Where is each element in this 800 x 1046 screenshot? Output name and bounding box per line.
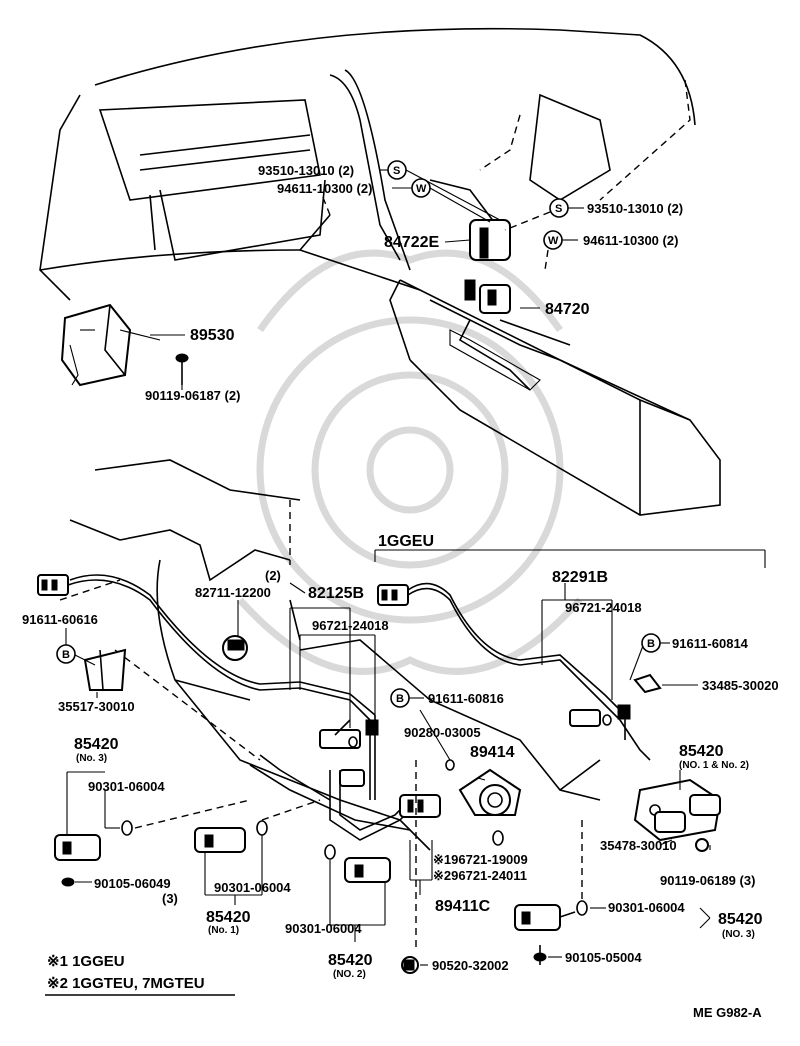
marker-w-top-label: W <box>416 183 427 195</box>
label-85420-right-top-sub: (NO. 1 & No. 2) <box>679 760 749 771</box>
label-85420-left: 85420 <box>74 736 119 753</box>
marker-b-right-label: B <box>647 638 655 650</box>
marker-w-right-label: W <box>548 235 559 247</box>
label-90105-06049: 90105-06049 <box>94 876 171 891</box>
sensor-89414[interactable] <box>458 768 522 816</box>
switch-84722E[interactable] <box>464 219 511 301</box>
solenoid-85420-no3-right[interactable] <box>514 904 576 931</box>
label-93510-13010-top: 93510-13010 (2) <box>258 163 354 178</box>
label-94611-10300-top: 94611-10300 (2) <box>277 181 372 196</box>
marker-b-mid-label: B <box>396 693 404 705</box>
label-91611-60616: 91611-60616 <box>22 612 98 627</box>
harness-89411C[interactable] <box>329 769 441 841</box>
label-35517-30010: 35517-30010 <box>58 699 135 714</box>
marker-b-left <box>56 644 76 664</box>
marker-b-left-label: B <box>62 649 70 661</box>
label-90301-06004-mid: 90301-06004 <box>214 880 291 895</box>
label-group-1ggeu: 1GGEU <box>378 533 434 550</box>
label-90119-06187: 90119-06187 (2) <box>145 388 240 403</box>
marker-s-top-label: S <box>393 165 400 177</box>
label-85420-no2-sub: (NO. 2) <box>333 969 366 980</box>
clip-90520-32002[interactable] <box>401 956 419 974</box>
label-90301-06004-left: 90301-06004 <box>88 779 165 794</box>
legend-note-1: ※1 1GGEU <box>47 953 125 970</box>
bolt-90119-06189[interactable] <box>695 838 709 852</box>
bracket-33485-30020[interactable] <box>633 673 662 694</box>
label-90105-05004: 90105-05004 <box>565 950 642 965</box>
label-85420-right-bottom: 85420 <box>718 911 763 928</box>
solenoid-85420-no3-left[interactable] <box>54 834 101 861</box>
bracket-35517-30010[interactable] <box>83 648 127 691</box>
label-82291B: 82291B <box>552 569 608 586</box>
label-89411C: 89411C <box>435 898 491 915</box>
label-90105-06049-qty: (3) <box>162 891 178 906</box>
label-96721-24018-mid: 96721-24018 <box>312 618 389 633</box>
label-89414: 89414 <box>470 744 515 761</box>
drawing-code: ME G982-A <box>693 1005 762 1020</box>
label-84722E: 84722E <box>384 234 439 251</box>
label-96721-24018-right: 96721-24018 <box>565 600 642 615</box>
label-35478-30010: 35478-30010 <box>600 838 677 853</box>
label-85420-right-top: 85420 <box>679 743 724 760</box>
label-296721-24011: ※296721-24011 <box>433 868 527 883</box>
bolt-90119-06187[interactable] <box>175 353 189 385</box>
label-91611-60816-mid: 91611-60816 <box>428 691 504 706</box>
label-82711-12200: 82711-12200 <box>195 585 271 600</box>
label-85420-no2: 85420 <box>328 952 373 969</box>
bolt-90105-05004[interactable] <box>533 945 547 965</box>
label-84720: 84720 <box>545 301 590 318</box>
bolt-90105-06049[interactable] <box>61 877 75 887</box>
solenoid-85420-no1-no2-right[interactable] <box>654 794 721 833</box>
label-82711-qty: (2) <box>265 568 281 583</box>
label-90280-03005: 90280-03005 <box>404 725 481 740</box>
label-93510-13010-right: 93510-13010 (2) <box>587 201 683 216</box>
label-94611-10300-right: 94611-10300 (2) <box>583 233 678 248</box>
label-85420-no1-sub: (No. 1) <box>208 925 239 936</box>
computer-89530[interactable] <box>60 303 161 387</box>
clamp-82711-12200[interactable] <box>222 635 248 661</box>
label-90301-06004-right: 90301-06004 <box>608 900 685 915</box>
o-rings <box>121 714 612 916</box>
label-90119-06189: 90119-06189 (3) <box>660 873 755 888</box>
marker-s-right-label: S <box>555 203 562 215</box>
legend-note-2: ※2 1GGTEU, 7MGTEU <box>47 975 205 992</box>
switch-84720[interactable] <box>458 284 531 391</box>
solenoid-85420-no1[interactable] <box>194 827 246 853</box>
label-85420-right-bottom-sub: (NO. 3) <box>722 929 755 940</box>
label-85420-no1: 85420 <box>206 909 251 926</box>
label-82125B: 82125B <box>308 585 364 602</box>
label-91611-60814: 91611-60814 <box>672 636 749 651</box>
label-33485-30020: 33485-30020 <box>702 678 779 693</box>
solenoid-85420-no2[interactable] <box>344 857 391 883</box>
label-85420-left-sub: (No. 3) <box>76 753 107 764</box>
label-89530: 89530 <box>190 327 235 344</box>
label-90520-32002: 90520-32002 <box>432 958 509 973</box>
label-196721-19009: ※196721-19009 <box>433 852 528 867</box>
dashboard-drawing <box>39 27 721 516</box>
leader-lines <box>65 549 766 966</box>
label-90301-06004-low: 90301-06004 <box>285 921 362 936</box>
watermark-emblem <box>237 249 583 675</box>
harness-82291B[interactable] <box>377 582 651 761</box>
